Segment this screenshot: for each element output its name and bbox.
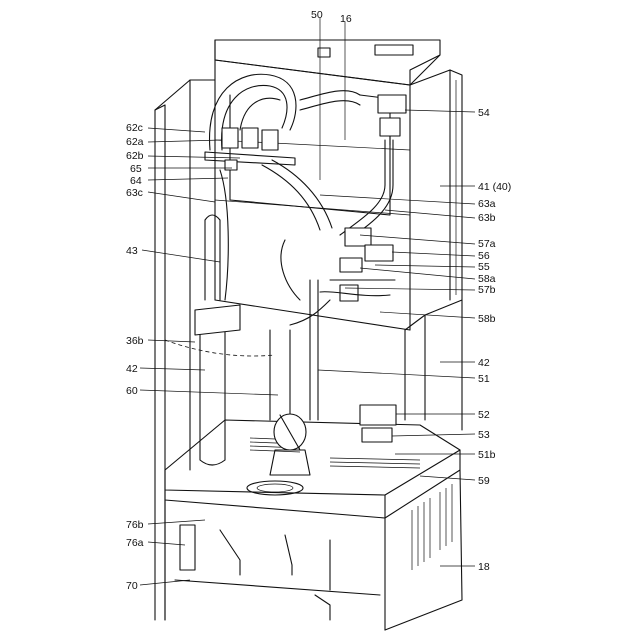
label-60: 60 [126,385,138,397]
label-62c: 62c [126,122,143,134]
label-36b: 36b [126,335,144,347]
pump-assembly [270,414,310,475]
center-tubes [270,280,318,420]
label-43: 43 [126,245,138,257]
label-51b: 51b [478,449,496,461]
label-54: 54 [478,107,490,119]
label-70: 70 [126,580,138,592]
label-58b: 58b [478,313,496,325]
label-51: 51 [478,373,490,385]
label-42-left: 42 [126,363,138,375]
label-18: 18 [478,561,490,573]
label-63b: 63b [478,212,496,224]
right-column-panel [405,300,462,430]
label-63a: 63a [478,198,496,210]
label-62b: 62b [126,150,144,162]
hose-assembly [210,74,400,325]
valve-cluster [205,128,295,170]
cabinet-frame [155,80,215,620]
top-cover [215,40,440,85]
label-59: 59 [478,475,490,487]
label-64: 64 [130,175,142,187]
label-57a: 57a [478,238,496,250]
label-76b: 76b [126,519,144,531]
label-52: 52 [478,409,490,421]
label-65: 65 [130,163,142,175]
label-62a: 62a [126,136,144,148]
dashed-boundary [165,340,275,356]
label-55: 55 [478,261,490,273]
callout-labels: 50 16 54 62c 62a 62b 65 64 63c 41 (40) 6… [126,9,511,592]
lower-cabinet [165,470,462,630]
label-63c: 63c [126,187,143,199]
right-side-panel [410,70,462,330]
module-52 [360,405,396,442]
left-duct [195,215,240,465]
label-76a: 76a [126,537,144,549]
label-53: 53 [478,429,490,441]
label-41-40: 41 (40) [478,181,511,193]
base-deck [165,420,460,518]
label-16: 16 [340,13,352,25]
label-42-right: 42 [478,357,490,369]
label-57b: 57b [478,284,496,296]
valve-block-right [320,228,395,301]
label-50: 50 [311,9,323,21]
deck-grilles [250,438,420,468]
valve-54 [378,95,406,145]
